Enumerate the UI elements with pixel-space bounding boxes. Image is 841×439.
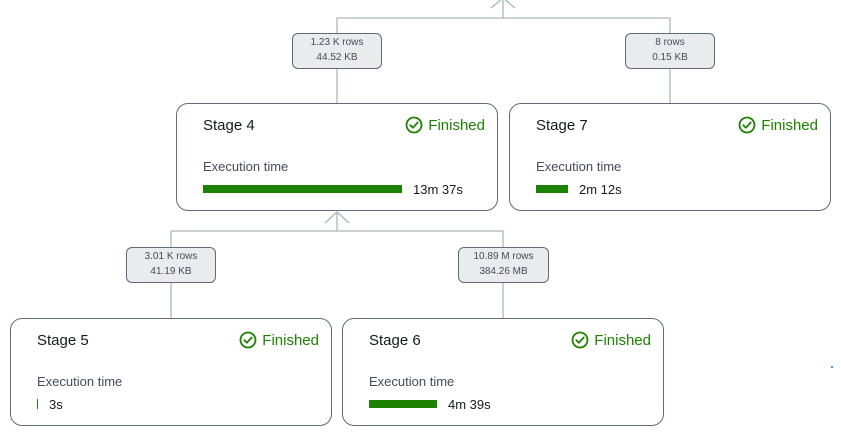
edge-rows: 1.23 K rows bbox=[310, 37, 364, 48]
execution-time-label: Execution time bbox=[37, 374, 123, 389]
execution-time-label: Execution time bbox=[369, 374, 455, 389]
stage-title: Stage 4 bbox=[203, 117, 255, 134]
status-label: Finished bbox=[262, 331, 319, 349]
status-finished: Finished bbox=[405, 116, 485, 134]
execution-time-bar bbox=[536, 185, 568, 193]
execution-time-value: 4m 39s bbox=[448, 396, 491, 412]
edge-size: 44.52 KB bbox=[316, 52, 358, 63]
edge-rows: 10.89 M rows bbox=[473, 251, 534, 262]
stage-card-4[interactable]: Stage 4 Finished Execution time 13m 37s bbox=[176, 103, 498, 211]
stage-title: Stage 5 bbox=[37, 332, 89, 349]
stage-card-6[interactable]: Stage 6 Finished Execution time 4m 39s bbox=[342, 318, 664, 426]
execution-time-row: 3s bbox=[37, 396, 63, 412]
status-finished: Finished bbox=[239, 331, 319, 349]
edge-badge: 10.89 M rows 384.26 MB bbox=[458, 247, 549, 283]
check-circle-icon bbox=[738, 116, 756, 134]
check-circle-icon bbox=[239, 331, 257, 349]
indicator-dot bbox=[831, 366, 833, 368]
execution-time-row: 4m 39s bbox=[369, 396, 491, 412]
edge-badge: 8 rows 0.15 KB bbox=[625, 33, 715, 69]
execution-time-label: Execution time bbox=[203, 159, 289, 174]
edge-rows: 3.01 K rows bbox=[144, 251, 198, 262]
edge-rows: 8 rows bbox=[655, 37, 685, 48]
execution-time-row: 13m 37s bbox=[203, 181, 463, 197]
execution-time-bar bbox=[203, 185, 402, 193]
execution-time-bar bbox=[37, 399, 38, 409]
execution-time-bar bbox=[369, 400, 437, 408]
execution-time-value: 3s bbox=[49, 396, 63, 412]
status-label: Finished bbox=[761, 116, 818, 134]
stage-card-5[interactable]: Stage 5 Finished Execution time 3s bbox=[10, 318, 332, 426]
status-finished: Finished bbox=[738, 116, 818, 134]
check-circle-icon bbox=[405, 116, 423, 134]
edge-badge: 3.01 K rows 41.19 KB bbox=[126, 247, 216, 283]
edge-size: 0.15 KB bbox=[652, 52, 688, 63]
status-finished: Finished bbox=[571, 331, 651, 349]
edge-size: 41.19 KB bbox=[150, 266, 192, 277]
execution-time-label: Execution time bbox=[536, 159, 622, 174]
stage-title: Stage 6 bbox=[369, 332, 421, 349]
check-circle-icon bbox=[571, 331, 589, 349]
execution-time-row: 2m 12s bbox=[536, 181, 622, 197]
edge-badge: 1.23 K rows 44.52 KB bbox=[292, 33, 382, 69]
stage-card-7[interactable]: Stage 7 Finished Execution time 2m 12s bbox=[509, 103, 831, 211]
execution-time-value: 13m 37s bbox=[413, 181, 463, 197]
edge-size: 384.26 MB bbox=[479, 266, 528, 277]
status-label: Finished bbox=[428, 116, 485, 134]
stage-title: Stage 7 bbox=[536, 117, 588, 134]
execution-time-value: 2m 12s bbox=[579, 181, 622, 197]
status-label: Finished bbox=[594, 331, 651, 349]
